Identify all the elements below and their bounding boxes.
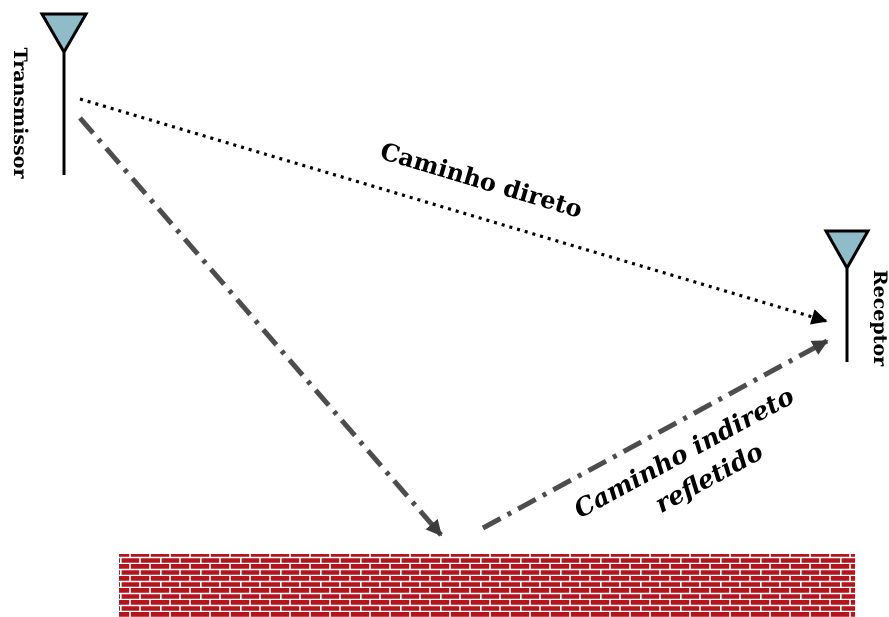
receiver-antenna bbox=[823, 229, 871, 362]
reflected-path-line bbox=[481, 338, 829, 531]
direct-path-label: Caminho direto bbox=[377, 136, 586, 224]
brick-wall bbox=[119, 554, 855, 617]
transmitter-antenna bbox=[39, 12, 89, 175]
indirect-path-label: Caminho indireto refletido bbox=[569, 381, 799, 524]
incident-path-line bbox=[78, 116, 443, 537]
transmitter-label: Transmissor bbox=[9, 48, 31, 180]
direct-path-line bbox=[79, 97, 828, 325]
receiver-label: Receptor bbox=[869, 270, 889, 367]
